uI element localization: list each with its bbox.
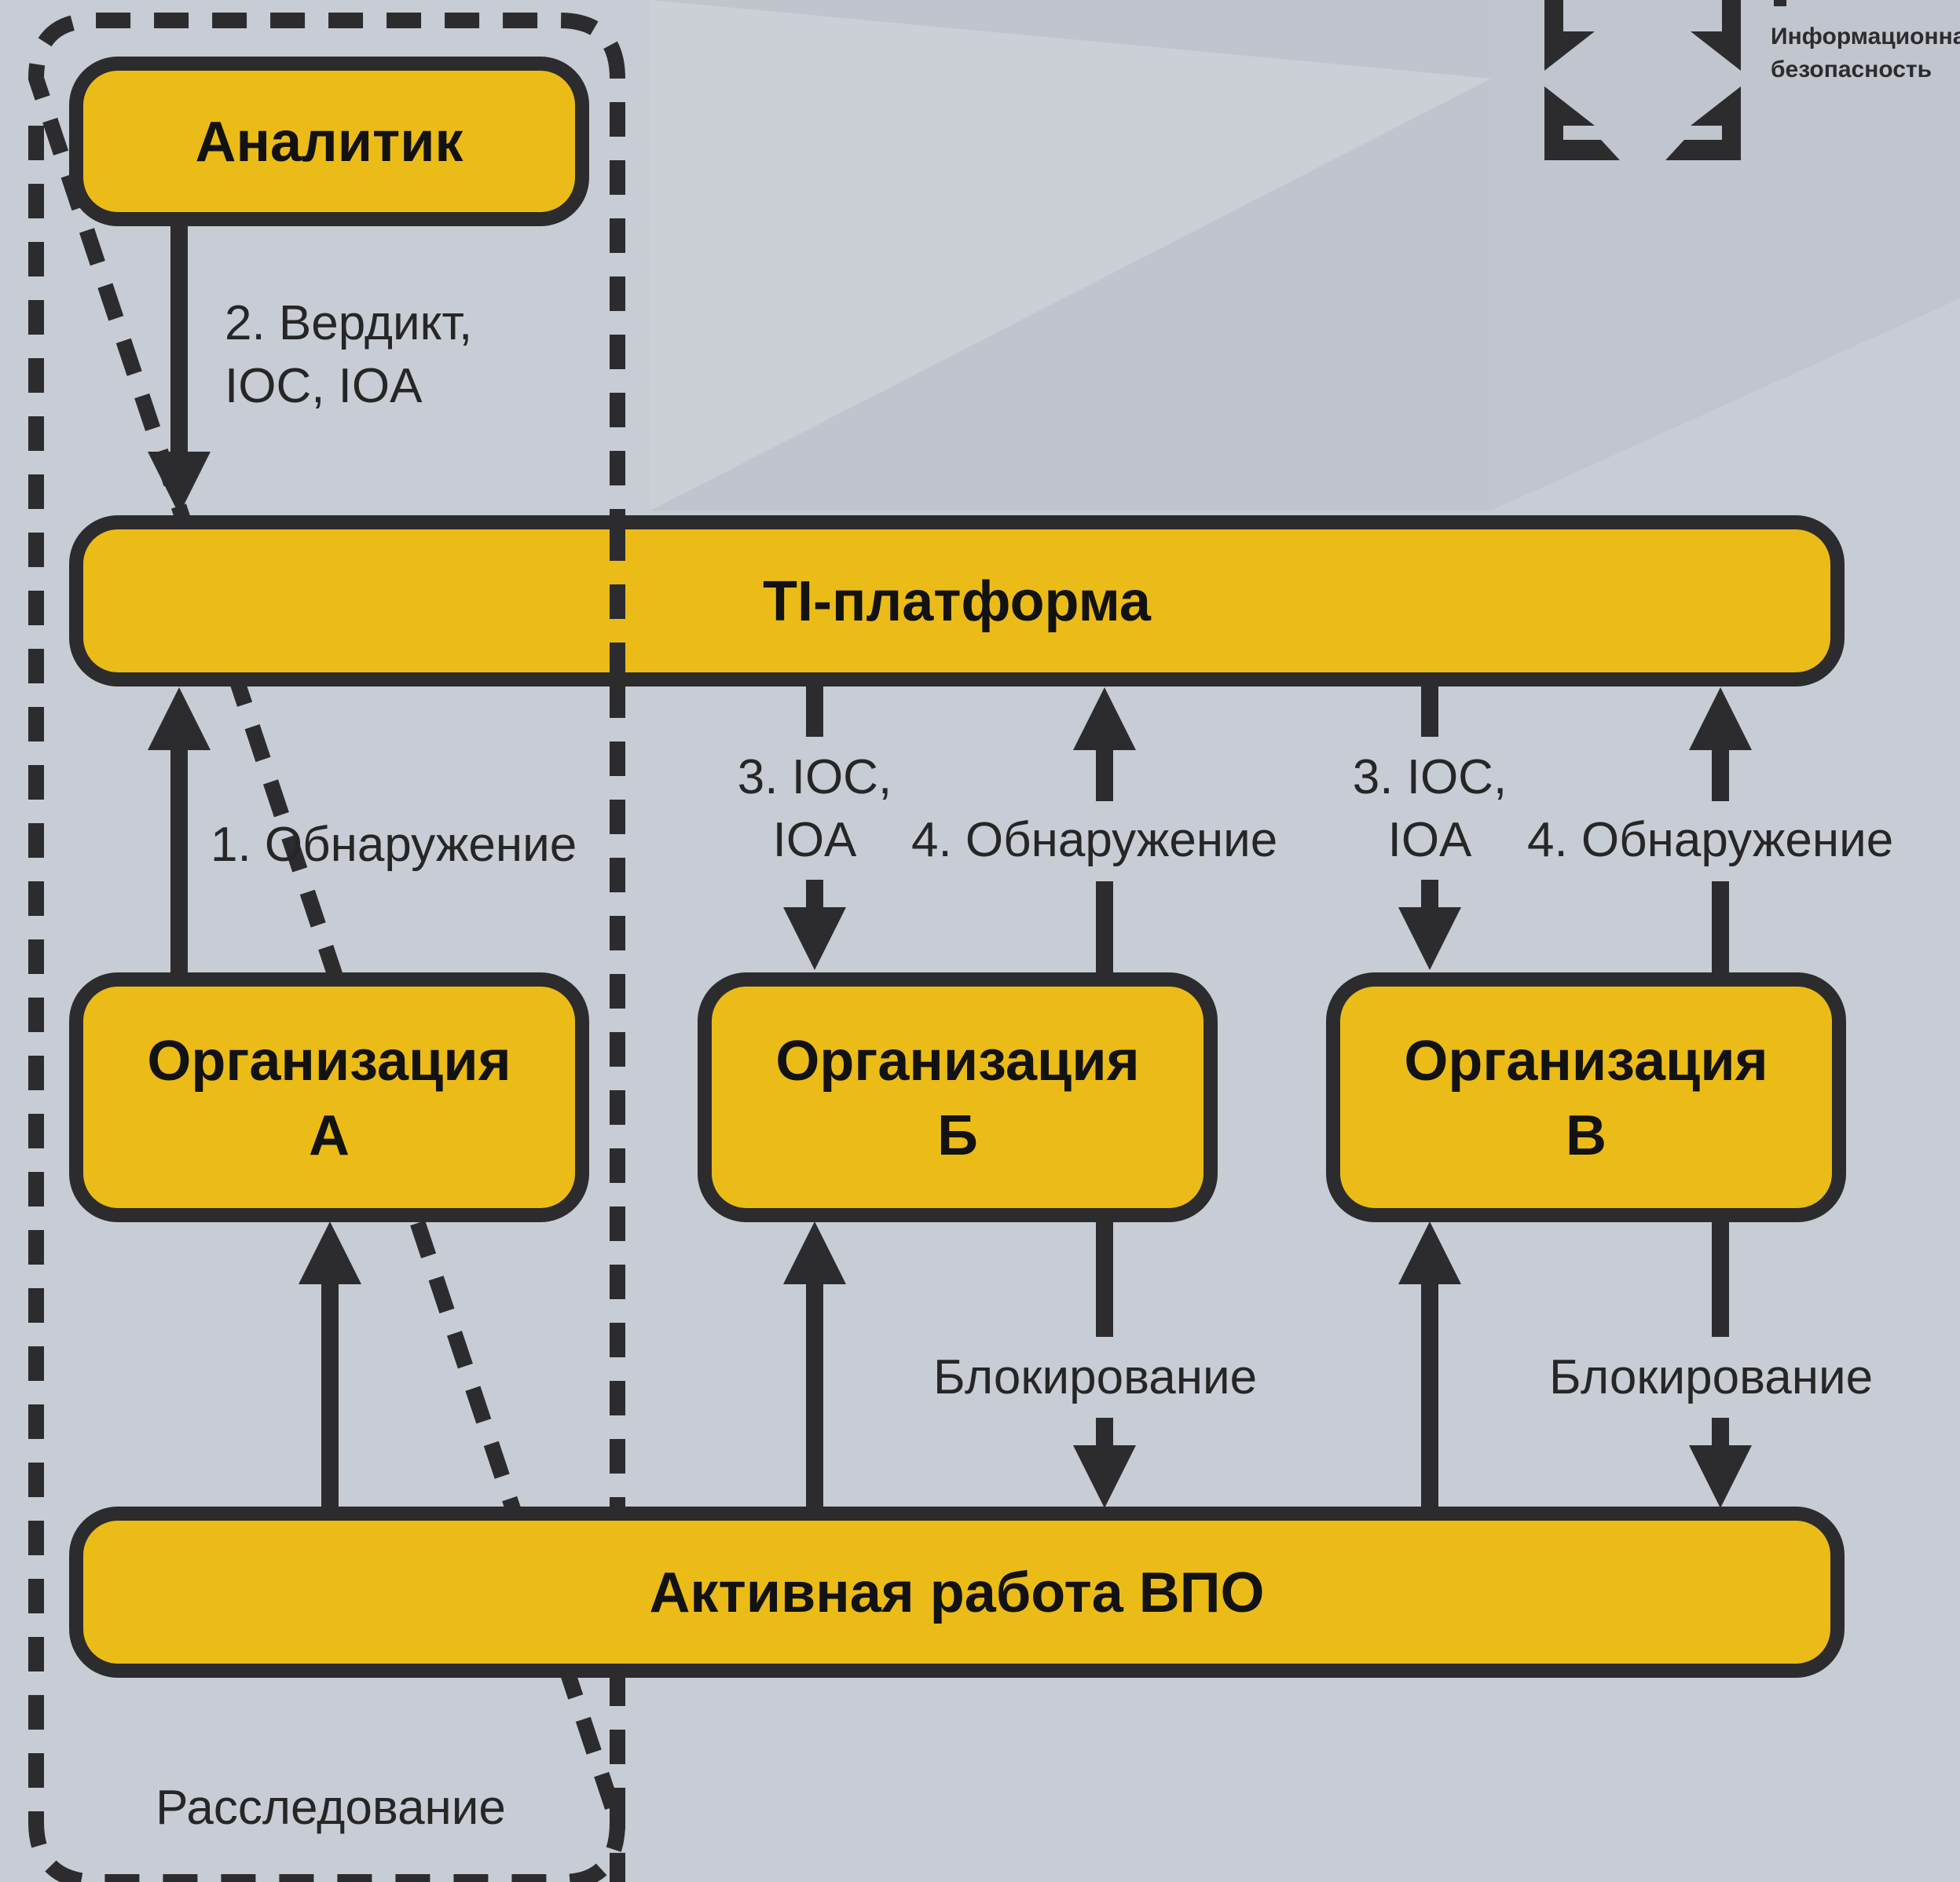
- detection-v-label: 4. Обнаружение: [1527, 813, 1894, 867]
- verdict-label: 2. Вердикт, IOC, IOA: [225, 296, 473, 413]
- ti-platform-node: TI-платформа: [69, 515, 1845, 687]
- arrows: [148, 224, 1752, 1508]
- ioc-v-label: 3. IOC, IOA: [1352, 750, 1508, 867]
- logo-icon: [1544, 0, 1786, 160]
- ioc-b-arrow-head: [783, 907, 846, 970]
- verdict-arrow-head: [148, 452, 211, 514]
- malware-v-arrow-head: [1398, 1221, 1461, 1284]
- block-b-label: Блокирование: [933, 1350, 1258, 1404]
- ioc-v-arrow-head: [1398, 907, 1461, 970]
- block-b-arrow-head: [1073, 1445, 1136, 1508]
- background-triangle: [650, 0, 1491, 511]
- investigation-group-label: Расследование: [156, 1781, 506, 1835]
- detection-a-label: 1. Обнаружение: [211, 818, 577, 872]
- logo-text: Информационная безопасность: [1771, 24, 1960, 82]
- detection-b-arrow-head: [1073, 687, 1136, 750]
- investigation-region-outline: [27, 13, 625, 1882]
- org-v-node: Организация В: [1326, 972, 1846, 1222]
- malware-a-arrow-head: [299, 1221, 361, 1284]
- ioc-b-label: 3. IOC, IOA: [737, 750, 892, 867]
- malware-activity-node: Активная работа ВПО: [69, 1507, 1845, 1678]
- detection-a-arrow-head: [148, 687, 211, 750]
- block-v-label: Блокирование: [1549, 1350, 1874, 1404]
- analyst-node: Аналитик: [69, 57, 589, 226]
- org-a-node: Организация А: [69, 972, 589, 1222]
- background-panel-right: [1491, 0, 1960, 511]
- org-b-node: Организация Б: [698, 972, 1218, 1222]
- block-v-arrow-head: [1689, 1445, 1752, 1508]
- detection-b-label: 4. Обнаружение: [911, 813, 1278, 867]
- detection-v-arrow-head: [1689, 687, 1752, 750]
- malware-b-arrow-head: [783, 1221, 846, 1284]
